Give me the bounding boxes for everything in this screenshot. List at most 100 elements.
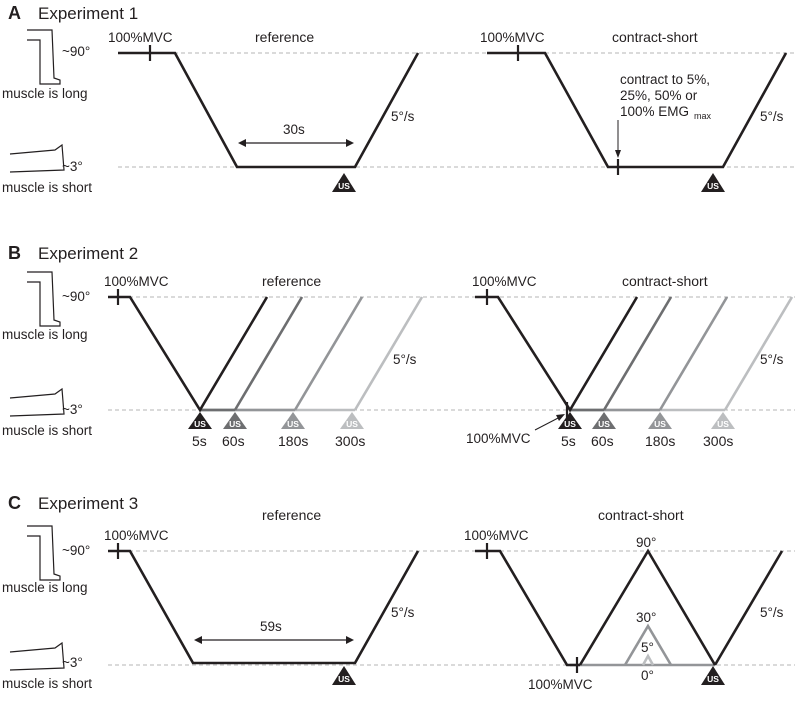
marker-label: US [229, 419, 241, 429]
muscle-long-label: muscle is long [2, 86, 88, 101]
mvc-pointer-head [556, 414, 565, 421]
time-label-60s: 60s [591, 433, 614, 449]
muscle-short-label: muscle is short [2, 180, 93, 195]
leg-bent-icon [27, 525, 61, 581]
speed-label: 5°/s [760, 352, 784, 367]
reference-5s-trace [108, 295, 269, 413]
mvc-label: 100%MVC [104, 528, 169, 543]
experiment-3-diagram: 100%MVC reference 59s 5°/s US 100%MVC co… [9, 507, 795, 692]
us-marker-5s: US [188, 412, 212, 429]
peak-label-90: 90° [636, 535, 656, 550]
us-marker: US [332, 173, 356, 192]
marker-shape [711, 412, 735, 429]
us-marker-5s: US [558, 412, 582, 429]
marker-label: US [346, 419, 358, 429]
us-marker-180s: US [648, 412, 672, 429]
contract-note-subscript: max [694, 111, 712, 121]
time-label-180s: 180s [278, 433, 308, 449]
time-label-300s: 300s [703, 433, 733, 449]
marker-label: US [717, 419, 729, 429]
marker-shape [648, 412, 672, 429]
time-label-180s: 180s [645, 433, 675, 449]
contract-short-title: contract-short [598, 507, 684, 523]
muscle-long-label: muscle is long [2, 580, 88, 595]
panel-title: Experiment 1 [38, 4, 139, 23]
contract-60s-trace [602, 296, 673, 411]
contract-descent-trace [475, 549, 580, 667]
angle-top-label: ~90° [62, 289, 91, 304]
marker-label: US [338, 181, 350, 191]
leg-bent-icon [27, 29, 61, 85]
marker-label: US [564, 419, 576, 429]
muscle-short-label: muscle is short [2, 676, 93, 691]
contract-short-title: contract-short [612, 29, 698, 45]
marker-shape [188, 412, 212, 429]
experiment-1-diagram: 100%MVC reference 30s 5°/s US 100%MVC co… [9, 29, 795, 192]
marker-shape [340, 412, 364, 429]
muscle-long-label: muscle is long [2, 327, 88, 342]
us-marker-180s: US [281, 412, 305, 429]
mvc-pointer-arrow [534, 415, 563, 431]
leg-bent-icon [27, 271, 61, 327]
angle-bottom-label: ~3° [62, 402, 83, 417]
reference-angle-trace [108, 549, 420, 665]
speed-label: 5°/s [760, 109, 784, 124]
arrowhead-left [238, 139, 246, 147]
us-marker: US [701, 666, 725, 685]
marker-label: US [707, 181, 719, 191]
leg-extended-icon [9, 641, 65, 671]
reference-title: reference [262, 273, 321, 289]
mvc-label: 100%MVC [472, 274, 537, 289]
marker-label: US [654, 419, 666, 429]
panel-title: Experiment 3 [38, 494, 139, 513]
muscle-short-label: muscle is short [2, 423, 93, 438]
peak-label-30: 30° [636, 610, 656, 625]
arrowhead-right [346, 636, 354, 644]
arrowhead-right [346, 139, 354, 147]
contract-note-line-3: 100% EMG [620, 104, 689, 119]
reference-title: reference [255, 29, 314, 45]
duration-label: 30s [283, 122, 305, 137]
peak-label-5: 5° [641, 640, 654, 655]
panel-experiment-1: A Experiment 1 ~90° muscle is long ~3° m… [0, 0, 797, 230]
contract-pointer-head [615, 150, 621, 158]
mvc-label: 100%MVC [108, 30, 173, 45]
contract-short-angle-trace [487, 51, 788, 169]
panel-experiment-2: B Experiment 2 ~90° muscle is long ~3° m… [0, 240, 797, 470]
contract-ascent-trace [713, 550, 784, 666]
speed-label: 5°/s [760, 605, 784, 620]
marker-label: US [707, 674, 719, 684]
leg-extended-icon [9, 143, 65, 173]
peak-5-trace [641, 653, 655, 666]
bottom-mvc-label: 100%MVC [466, 431, 531, 446]
marker-label: US [194, 419, 206, 429]
reference-180s-trace [293, 296, 364, 411]
marker-shape [701, 173, 725, 192]
time-label-5s: 5s [192, 433, 207, 449]
marker-shape [223, 412, 247, 429]
reference-title: reference [262, 507, 321, 523]
experiment-2-diagram: 100%MVC reference 5°/s US US US US 5s 60… [9, 271, 795, 449]
contract-short-title: contract-short [622, 273, 708, 289]
panel-letter: A [8, 3, 21, 23]
time-label-300s: 300s [335, 433, 365, 449]
speed-label: 5°/s [391, 109, 415, 124]
marker-shape [558, 412, 582, 429]
us-marker-60s: US [592, 412, 616, 429]
mvc-label: 100%MVC [104, 274, 169, 289]
panel-letter: C [8, 493, 21, 513]
panel-experiment-3: C Experiment 3 ~90° muscle is long ~3° m… [0, 490, 797, 720]
angle-top-label: ~90° [62, 543, 91, 558]
us-marker-300s: US [711, 412, 735, 429]
marker-shape [332, 173, 356, 192]
contract-180s-trace [658, 296, 729, 411]
time-label-5s: 5s [561, 433, 576, 449]
leg-extended-icon [9, 387, 65, 417]
bottom-mvc-label: 100%MVC [528, 677, 593, 692]
peak-label-0: 0° [641, 668, 654, 683]
peak-90-trace [578, 548, 717, 666]
mvc-label: 100%MVC [480, 30, 545, 45]
marker-shape [592, 412, 616, 429]
marker-label: US [287, 419, 299, 429]
us-marker-300s: US [340, 412, 364, 429]
